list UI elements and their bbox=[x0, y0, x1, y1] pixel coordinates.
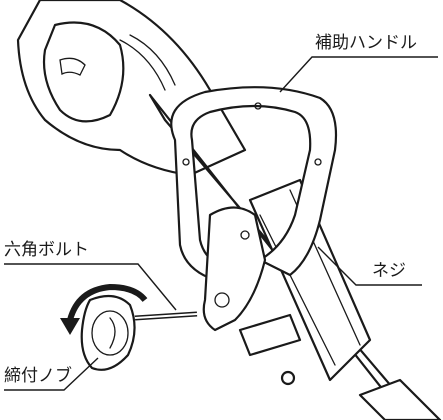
upper-housing bbox=[16, 0, 247, 177]
rotation-arrow-icon bbox=[60, 283, 148, 335]
leader-screw bbox=[317, 246, 422, 286]
hex-bolt bbox=[134, 311, 198, 321]
auxiliary-handle-loop bbox=[170, 86, 338, 282]
clamp-bracket bbox=[202, 206, 302, 386]
label-auxiliary-handle: 補助ハンドル bbox=[315, 33, 417, 53]
leader-clamp-knob bbox=[4, 357, 99, 391]
label-clamp-knob: 締付ノブ bbox=[4, 365, 72, 386]
clamp-knob bbox=[80, 294, 136, 371]
label-screw: ネジ bbox=[372, 261, 406, 281]
leader-auxiliary-handle bbox=[279, 56, 438, 93]
leader-hex-bolt bbox=[4, 263, 177, 311]
main-shaft bbox=[148, 93, 442, 420]
label-hex-bolt: 六角ボルト bbox=[4, 240, 89, 260]
leader-lines bbox=[4, 56, 438, 391]
